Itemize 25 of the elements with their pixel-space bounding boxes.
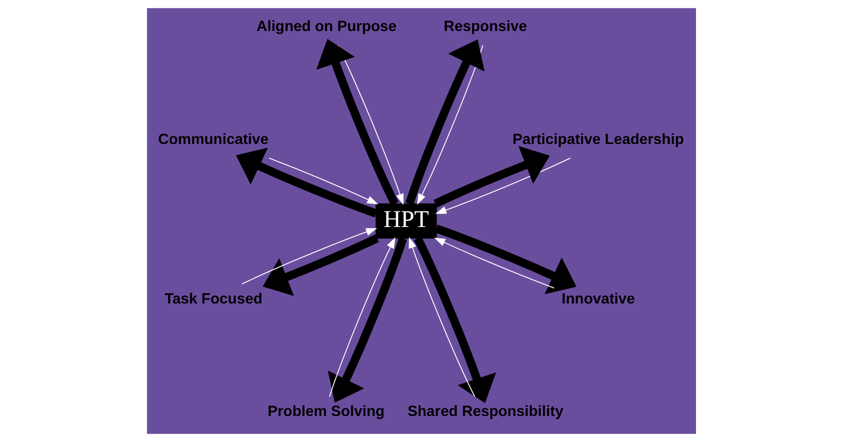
arrow xyxy=(434,238,555,288)
node-text: Shared Responsibility xyxy=(408,404,564,420)
arrow xyxy=(414,236,496,404)
arrow xyxy=(268,158,378,204)
node-text: Task Focused xyxy=(164,291,262,308)
arrow xyxy=(236,148,378,218)
node-text: Responsive xyxy=(444,19,527,36)
node-box: HPT xyxy=(376,203,437,239)
arrow xyxy=(408,237,476,397)
arrow xyxy=(417,44,484,205)
node-text: Problem Solving xyxy=(268,404,385,420)
node-text: Participative Leadership xyxy=(512,132,684,148)
node-text: Aligned on Purpose xyxy=(256,19,397,36)
arrow xyxy=(434,146,550,208)
arrow xyxy=(242,228,378,284)
arrow xyxy=(337,45,404,205)
arrow xyxy=(328,237,407,403)
arrow xyxy=(316,38,399,206)
arrow xyxy=(434,224,576,294)
node-text: Innovative xyxy=(562,291,635,308)
arrow xyxy=(435,158,571,214)
node-text: Communicative xyxy=(158,132,269,148)
arrow xyxy=(262,234,379,296)
arrow xyxy=(406,39,485,205)
arrow xyxy=(329,237,396,398)
